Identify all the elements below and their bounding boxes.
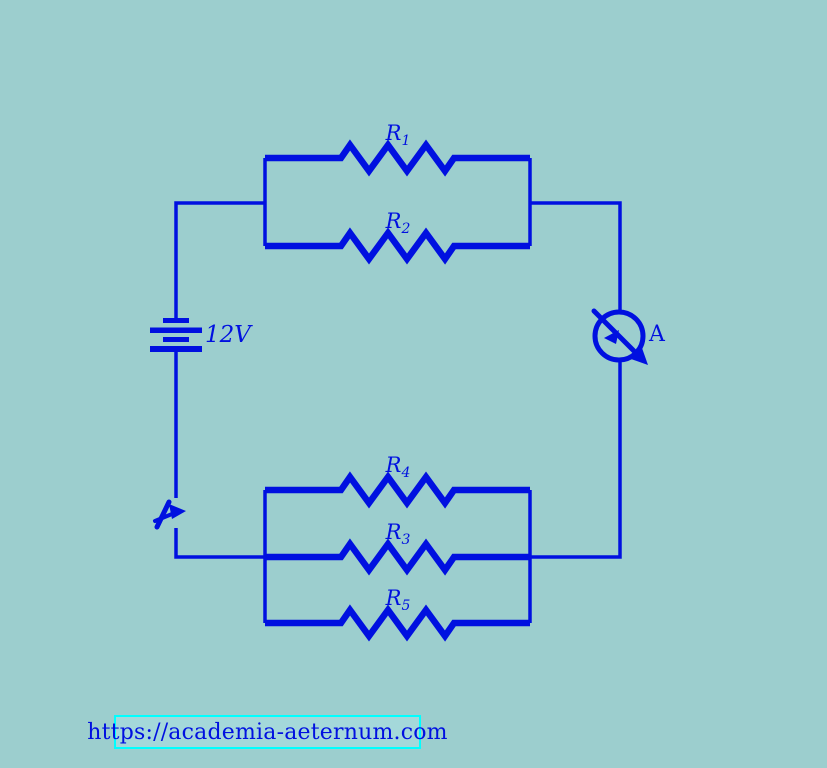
ammeter-needle-hub bbox=[604, 330, 619, 344]
resistor-r1 bbox=[265, 145, 530, 171]
resistor-r3-label: R3 bbox=[366, 520, 430, 547]
resistor-r4 bbox=[265, 477, 530, 503]
resistor-r5 bbox=[265, 610, 530, 636]
resistor-r2 bbox=[265, 233, 530, 259]
r1-subscript: 1 bbox=[401, 133, 411, 150]
r3-base: R bbox=[385, 520, 402, 544]
ammeter-label: A bbox=[649, 322, 665, 347]
r2-base: R bbox=[385, 209, 402, 233]
r5-subscript: 5 bbox=[401, 598, 411, 615]
battery-symbol bbox=[150, 318, 202, 352]
resistor-r5-label: R5 bbox=[366, 586, 430, 613]
resistor-r2-label: R2 bbox=[366, 209, 430, 236]
r3-subscript: 3 bbox=[401, 532, 411, 549]
wire-switch-to-bottom-block bbox=[174, 528, 265, 559]
ammeter-needle-arrowhead bbox=[631, 348, 648, 365]
r4-subscript: 4 bbox=[401, 465, 411, 482]
wire-ammeter-to-bottom-block bbox=[530, 360, 622, 559]
r1-base: R bbox=[385, 121, 402, 145]
r4-base: R bbox=[385, 453, 402, 477]
battery-plate-short-2 bbox=[163, 337, 189, 342]
resistor-r1-label: R1 bbox=[366, 121, 430, 148]
switch-arrow-shaft bbox=[153, 512, 174, 523]
wire-battery-to-top-block bbox=[174, 201, 265, 319]
switch-lever bbox=[154, 499, 172, 530]
battery-voltage-label: 12V bbox=[205, 322, 251, 348]
resistor-r4-label: R4 bbox=[366, 453, 430, 480]
switch-arrow-head bbox=[169, 504, 186, 519]
switch-symbol[interactable] bbox=[153, 499, 186, 530]
ammeter-circle bbox=[592, 309, 646, 363]
resistor-r3 bbox=[265, 544, 530, 570]
r2-subscript: 2 bbox=[401, 221, 411, 238]
url-link[interactable]: https://academia-aeternum.com bbox=[87, 719, 448, 745]
battery-plate-long-2 bbox=[150, 346, 202, 352]
ammeter-symbol bbox=[591, 308, 648, 365]
battery-plate-short-1 bbox=[163, 318, 189, 323]
url-box: https://academia-aeternum.com bbox=[87, 715, 448, 749]
wire-top-block-to-ammeter bbox=[530, 201, 622, 312]
battery-plate-long-1 bbox=[150, 327, 202, 333]
r5-base: R bbox=[385, 586, 402, 610]
